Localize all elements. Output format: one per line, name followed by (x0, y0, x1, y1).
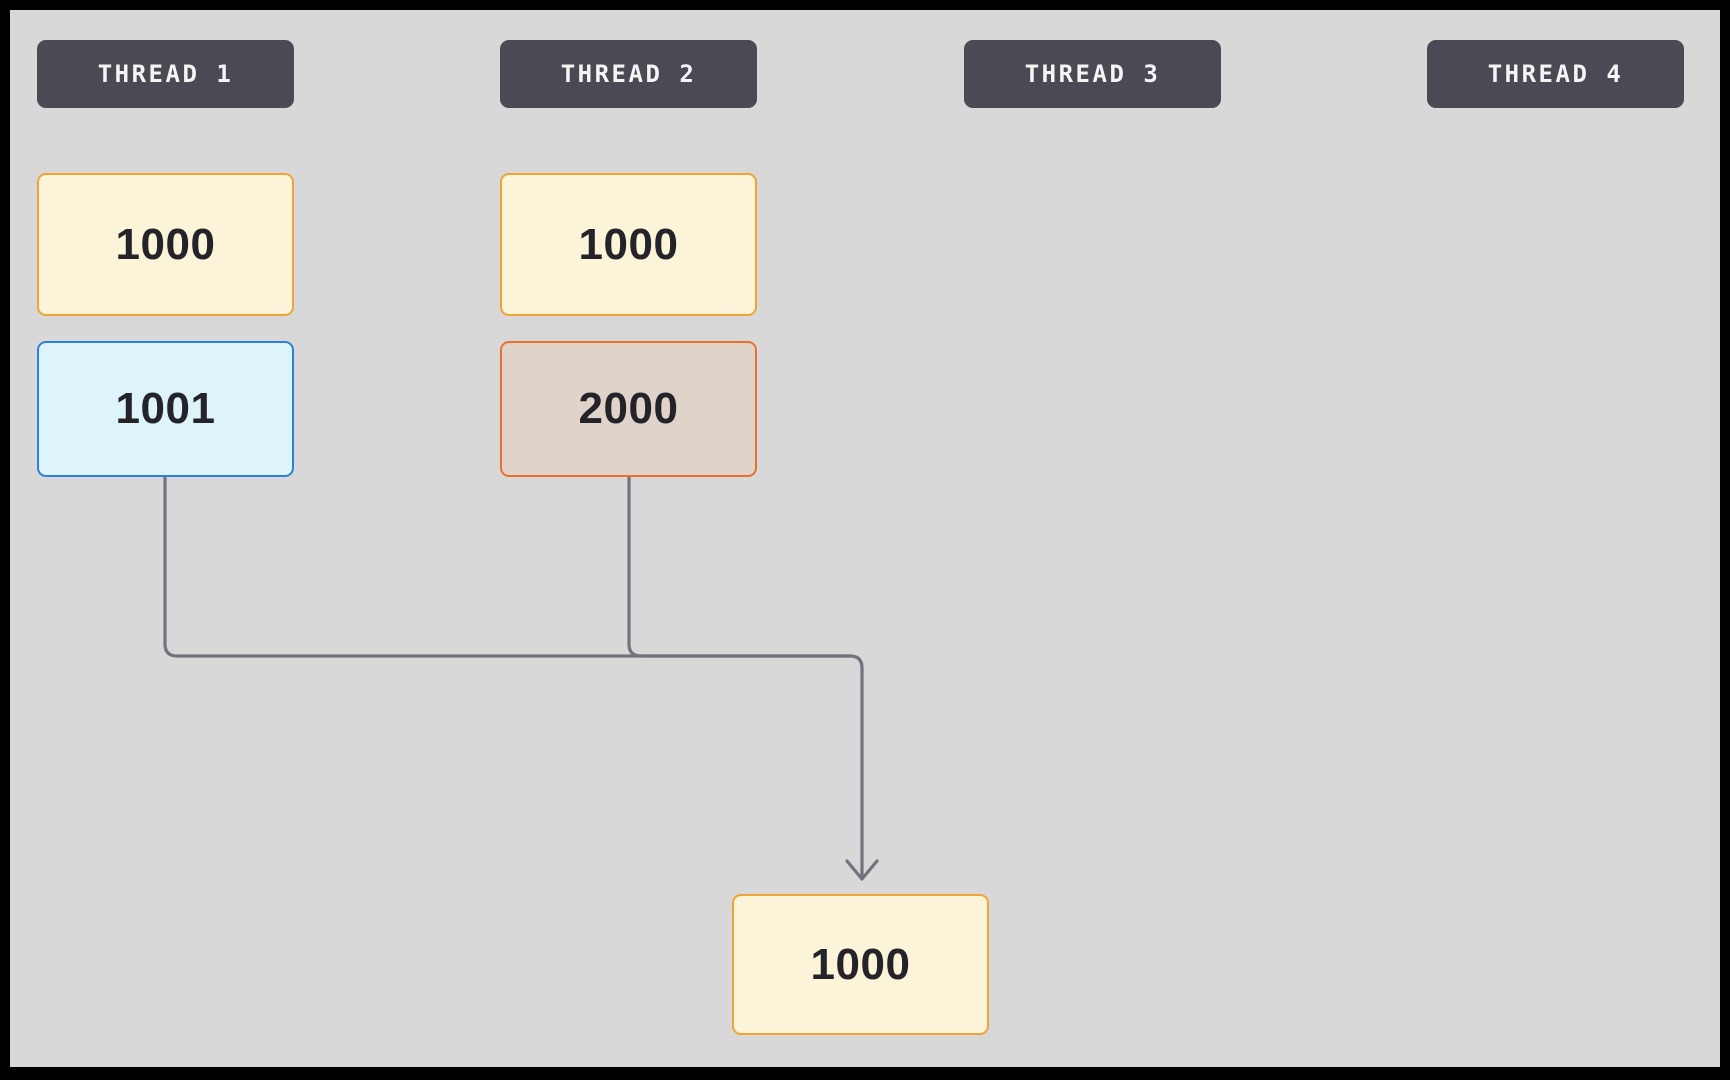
thread-2-value-1000: 1000 (578, 219, 679, 269)
thread-2-label: THREAD 2 (560, 60, 697, 88)
thread-3-label: THREAD 3 (1024, 60, 1161, 88)
thread-1-value-1001: 1001 (115, 384, 216, 433)
thread-1-value-1000: 1000 (115, 219, 216, 269)
thread-1-value-box-1000: 1000 (37, 173, 294, 316)
thread-2-value-box-1000: 1000 (500, 173, 757, 316)
thread-3-header: THREAD 3 (964, 40, 1221, 108)
result-box: 1000 (732, 894, 989, 1035)
thread-2-header: THREAD 2 (500, 40, 757, 108)
thread-4-label: THREAD 4 (1487, 60, 1624, 88)
thread-4-header: THREAD 4 (1427, 40, 1684, 108)
thread-1-value-box-1001: 1001 (37, 341, 294, 477)
result-value: 1000 (810, 939, 911, 989)
thread-2-value-box-2000: 2000 (500, 341, 757, 477)
thread-1-header: THREAD 1 (37, 40, 294, 108)
thread-2-value-2000: 2000 (578, 384, 679, 433)
thread-1-label: THREAD 1 (97, 60, 234, 88)
